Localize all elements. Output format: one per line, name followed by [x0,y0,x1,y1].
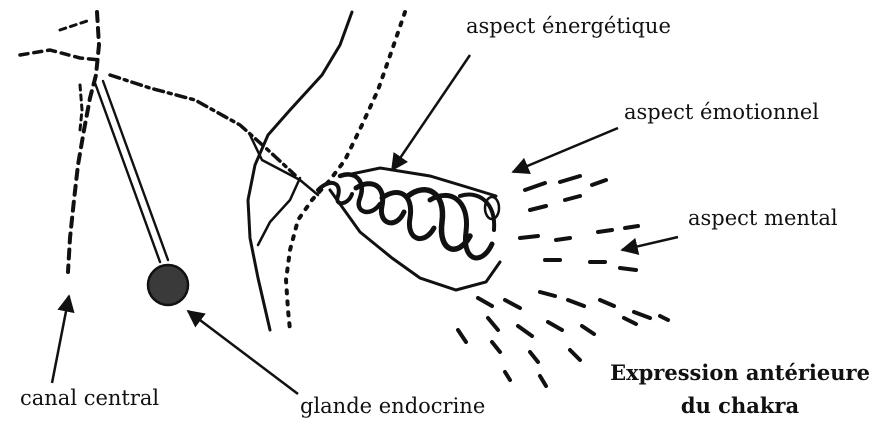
arrow-emotionnel [513,128,618,172]
gland-stalk [95,81,168,262]
label-aspect-energetique: aspect énergétique [466,14,671,38]
chakra-cone [318,168,500,290]
central-canal [68,12,99,272]
label-glande-endocrine: glande endocrine [300,394,485,418]
arrow-mental [622,237,678,250]
diagram-title-line1: Expression antérieure [606,360,874,385]
upper-branches [20,20,295,175]
arrow-canal [52,296,69,383]
body-outline [248,12,405,330]
label-aspect-mental: aspect mental [688,206,838,230]
diagram-title-line2: du chakra [606,393,874,418]
label-aspect-emotionnel: aspect émotionnel [624,100,819,124]
label-canal-central: canal central [20,386,159,410]
arrow-glande [188,311,298,394]
endocrine-gland [148,265,188,305]
arrow-energetique [392,55,470,170]
